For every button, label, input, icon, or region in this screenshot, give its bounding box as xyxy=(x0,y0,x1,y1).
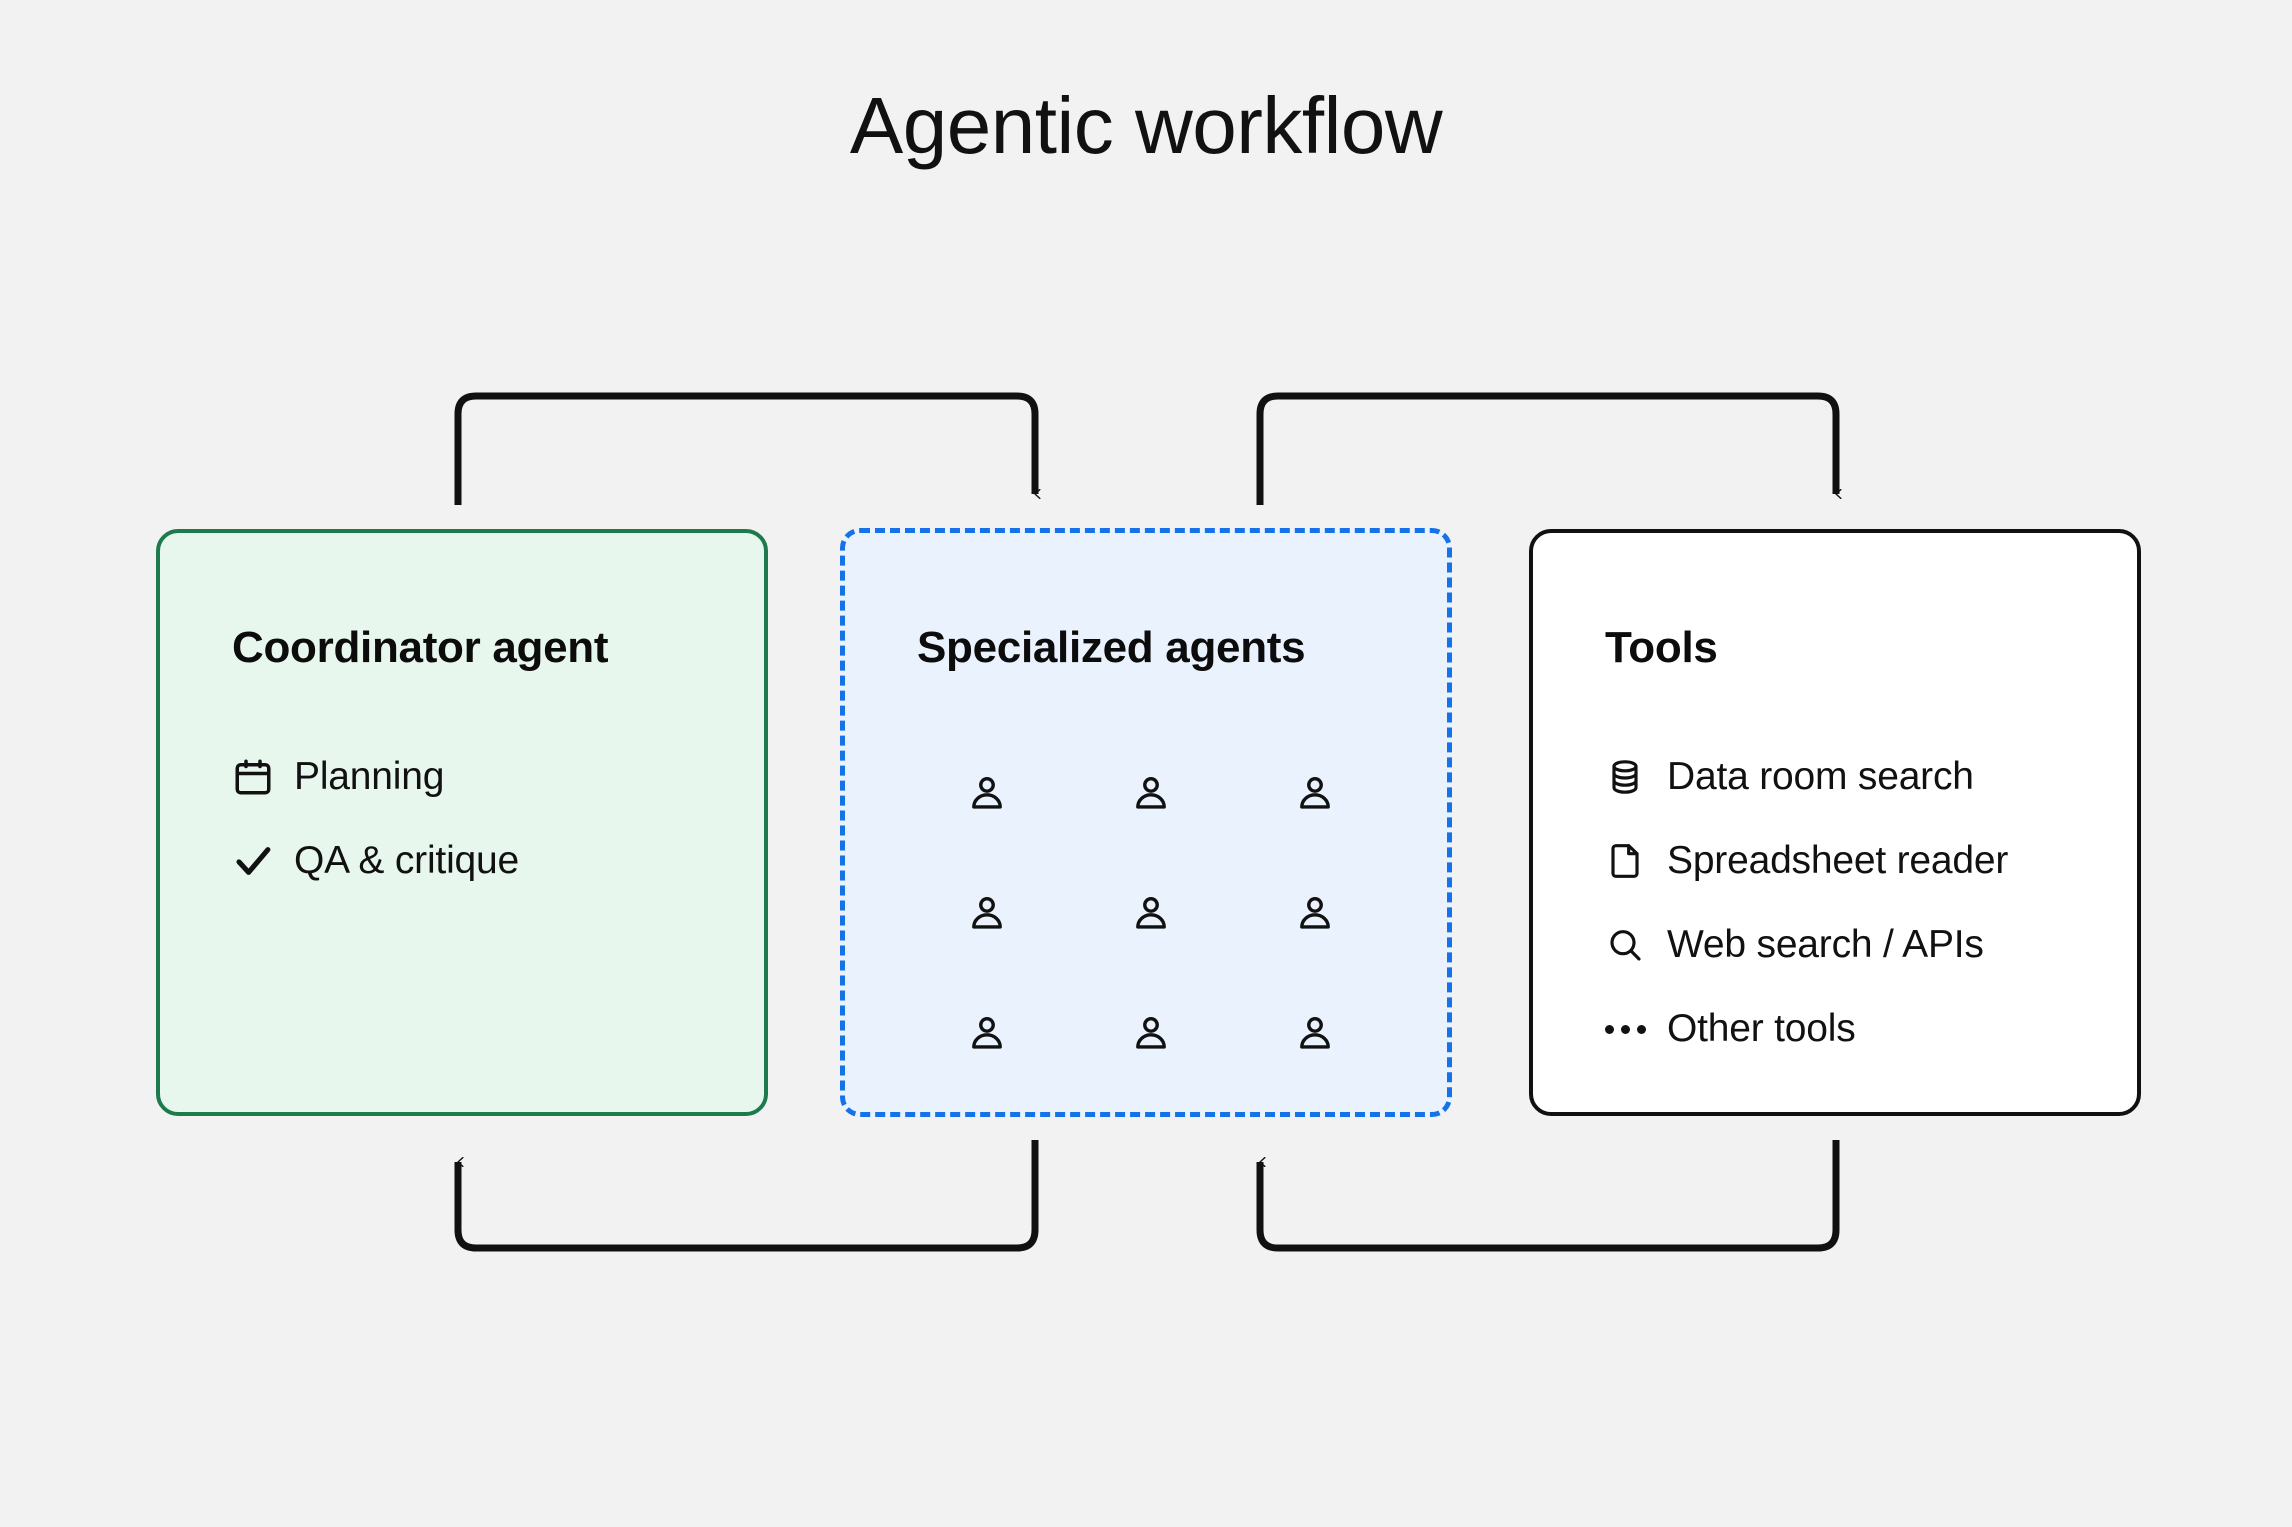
card-coordinator-agent[interactable]: Coordinator agent Planning xyxy=(156,529,768,1116)
card-title-specialized: Specialized agents xyxy=(917,623,1306,672)
list-item-label: Planning xyxy=(294,755,445,798)
list-item-label: Other tools xyxy=(1667,1007,1856,1050)
check-icon xyxy=(232,837,284,885)
coordinator-feature-list: Planning QA & critique xyxy=(232,735,752,903)
card-specialized-agents[interactable]: Specialized agents xyxy=(840,528,1452,1117)
list-item[interactable]: QA & critique xyxy=(232,819,752,903)
list-item-label: Data room search xyxy=(1667,755,1974,798)
file-icon xyxy=(1605,837,1657,885)
person-icon xyxy=(960,886,1014,940)
list-item[interactable]: Data room search xyxy=(1605,735,2125,819)
arrow-coordinator-to-specialized xyxy=(454,392,1035,505)
page-title: Agentic workflow xyxy=(849,81,1443,170)
person-icon xyxy=(1124,766,1178,820)
person-icon xyxy=(960,766,1014,820)
list-item[interactable]: Spreadsheet reader xyxy=(1605,819,2125,903)
person-icon xyxy=(960,1006,1014,1060)
person-icon xyxy=(1288,766,1342,820)
card-tools[interactable]: Tools Data room search xyxy=(1529,529,2141,1116)
list-item[interactable]: Planning xyxy=(232,735,752,819)
person-icon xyxy=(1124,1006,1178,1060)
person-icon xyxy=(1288,886,1342,940)
ellipsis-icon xyxy=(1605,1005,1657,1053)
database-icon xyxy=(1605,753,1657,801)
arrow-tools-to-specialized xyxy=(1256,1140,1840,1252)
list-item[interactable]: Web search / APIs xyxy=(1605,903,2125,987)
person-icon xyxy=(1124,886,1178,940)
list-item-label: Spreadsheet reader xyxy=(1667,839,2009,882)
calendar-icon xyxy=(232,753,284,801)
specialized-agents-grid xyxy=(905,733,1397,1093)
tools-feature-list: Data room search Spreadsheet reader xyxy=(1605,735,2125,1071)
search-icon xyxy=(1605,921,1657,969)
card-title-tools: Tools xyxy=(1605,623,1718,672)
person-icon xyxy=(1288,1006,1342,1060)
list-item-label: QA & critique xyxy=(294,839,520,882)
arrow-specialized-to-tools xyxy=(1256,392,1836,505)
card-title-coordinator: Coordinator agent xyxy=(232,623,609,672)
list-item[interactable]: Other tools xyxy=(1605,987,2125,1071)
arrow-specialized-to-coordinator xyxy=(454,1140,1039,1252)
list-item-label: Web search / APIs xyxy=(1667,923,1984,966)
